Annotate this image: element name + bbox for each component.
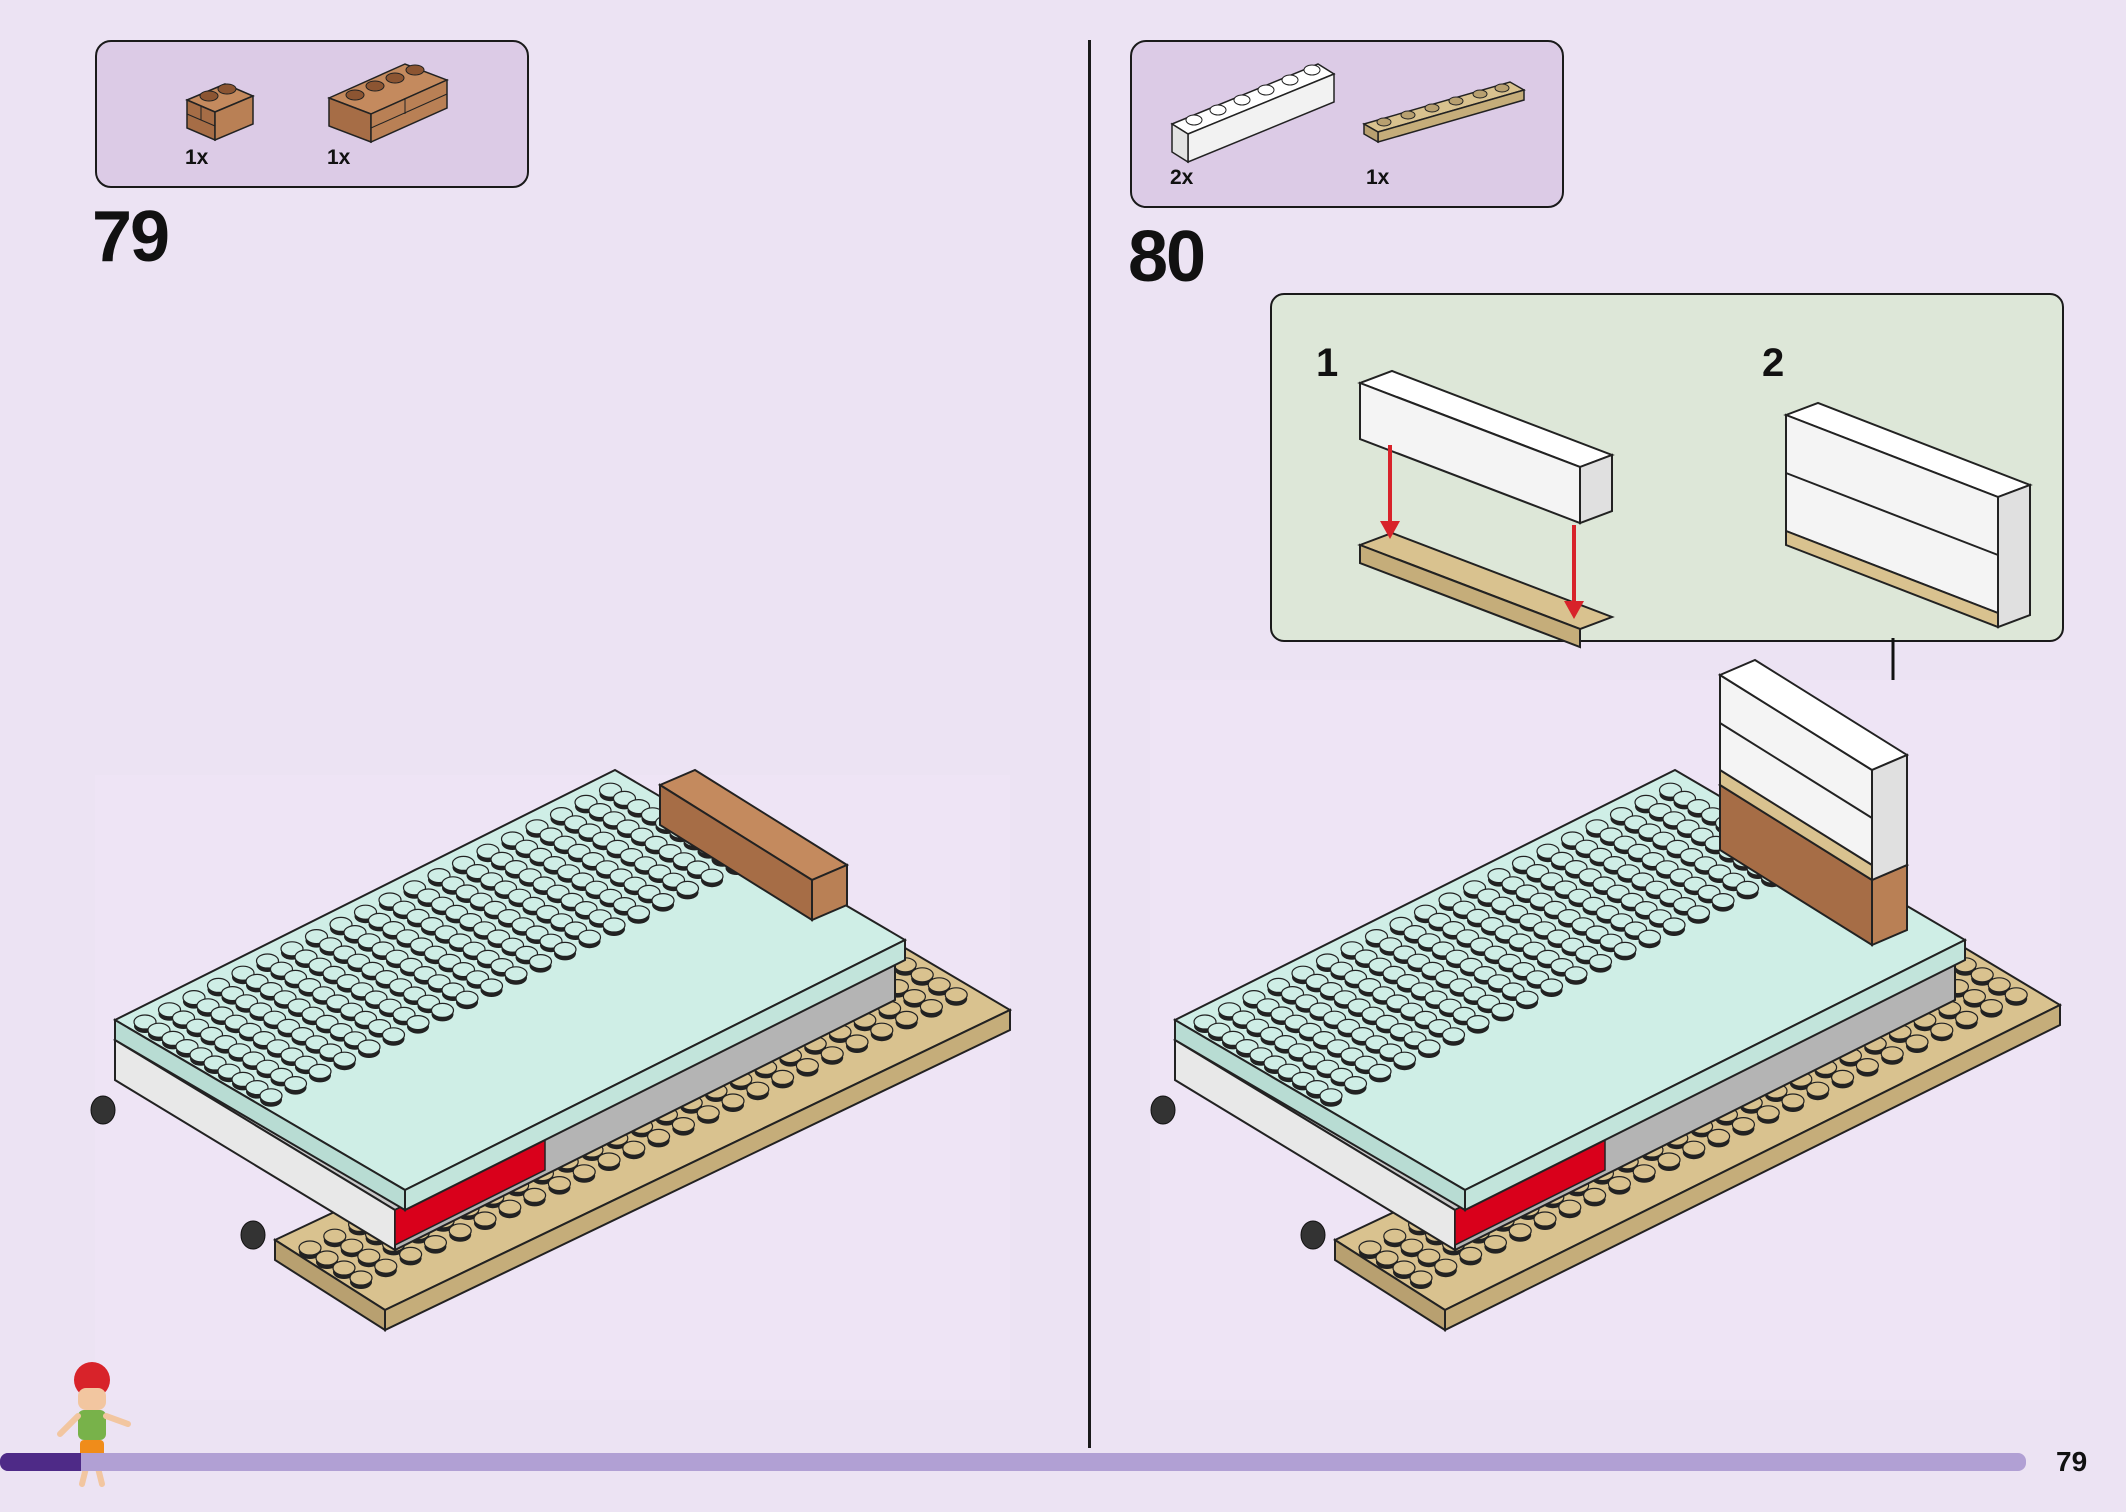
substep-1-illustration [1357, 369, 1615, 649]
page-number: 79 [2056, 1446, 2088, 1477]
model-step-79 [90, 768, 1013, 1332]
subassembly-callout: 1 2 [1270, 293, 2064, 649]
part-quantity: 1x [185, 146, 209, 169]
substep-number: 1 [1316, 341, 1339, 385]
minidoll-figure [57, 1362, 131, 1487]
model-step-80 [1150, 658, 2063, 1332]
part-plate-1x6-tan [1362, 81, 1526, 144]
part-brick-1x2-masonry [185, 83, 255, 142]
part-brick-1x6-white [1170, 63, 1336, 164]
page-divider [1088, 40, 1091, 1448]
step-number: 79 [92, 197, 170, 277]
step-number: 80 [1128, 217, 1206, 297]
progress-bar [0, 1453, 2026, 1471]
parts-callout-step-80: 2x 1x [1130, 40, 1564, 208]
part-quantity: 1x [327, 146, 351, 169]
progress-bar-fill [0, 1453, 82, 1471]
part-quantity: 1x [1366, 166, 1390, 189]
substep-2-illustration [1783, 401, 2033, 629]
part-brick-1x4-masonry [327, 63, 449, 144]
substep-number: 2 [1762, 341, 1785, 385]
part-quantity: 2x [1170, 166, 1194, 189]
parts-callout-step-79: 1x 1x [95, 40, 529, 188]
